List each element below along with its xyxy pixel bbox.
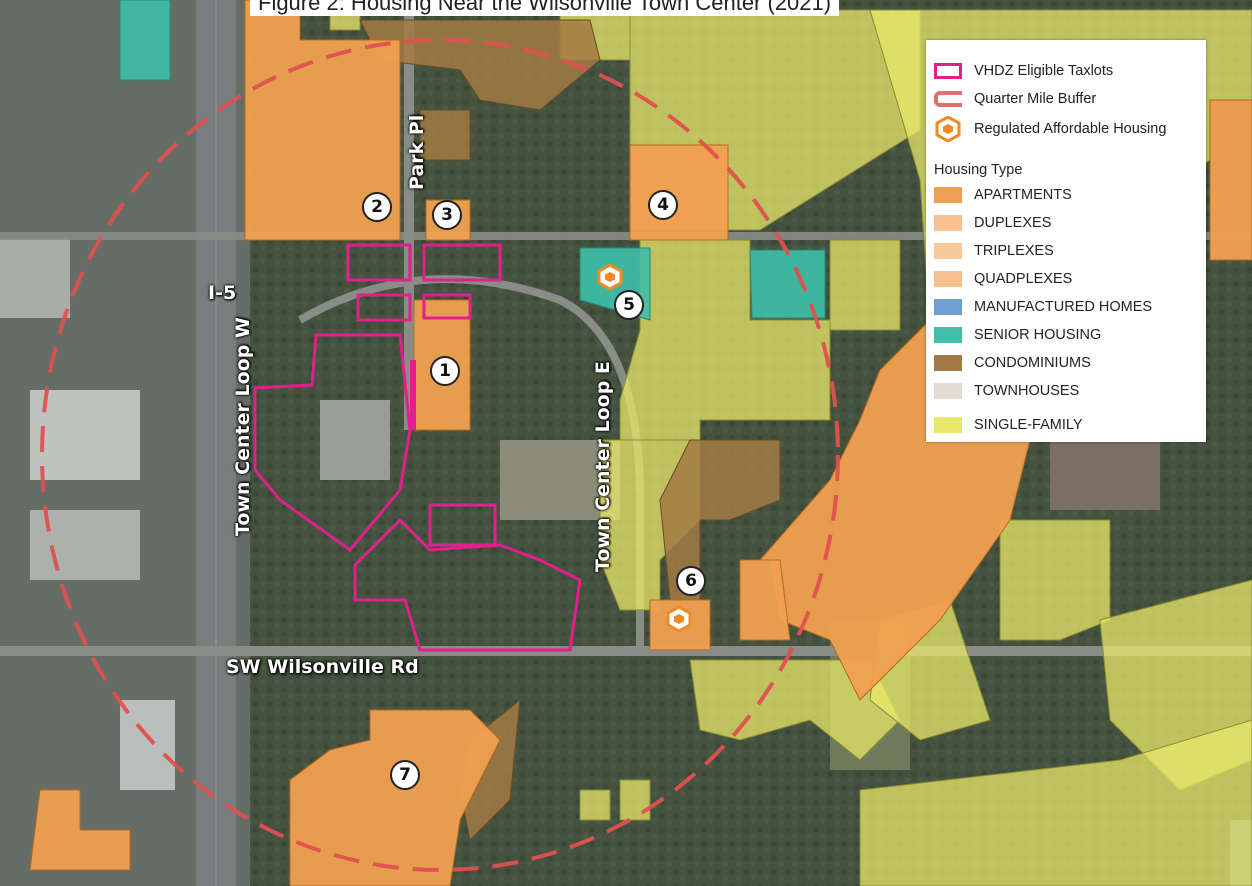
street-label-sw-wilsonville-rd: SW Wilsonville Rd bbox=[226, 656, 419, 678]
legend-label: CONDOMINIUMS bbox=[974, 355, 1091, 371]
senior-housing-swatch bbox=[934, 327, 962, 343]
legend-type-townhouses: TOWNHOUSES bbox=[934, 380, 1079, 402]
single-family-swatch bbox=[934, 417, 962, 433]
legend-type-triplexes: TRIPLEXES bbox=[934, 240, 1054, 262]
manufactured-homes-swatch bbox=[934, 299, 962, 315]
affordable-housing-hexagon-icon[interactable] bbox=[666, 606, 692, 632]
legend-type-condominiums: CONDOMINIUMS bbox=[934, 352, 1091, 374]
site-marker-3[interactable]: 3 bbox=[432, 200, 462, 230]
street-label-town-center-loop-e: Town Center Loop E bbox=[592, 361, 614, 572]
legend-type-single-family: SINGLE-FAMILY bbox=[934, 414, 1083, 436]
condominiums-swatch bbox=[934, 355, 962, 371]
triplexes-swatch bbox=[934, 243, 962, 259]
site-marker-2[interactable]: 2 bbox=[362, 192, 392, 222]
legend-label: TRIPLEXES bbox=[974, 243, 1054, 259]
legend-label: SENIOR HOUSING bbox=[974, 327, 1102, 343]
legend-label: MANUFACTURED HOMES bbox=[974, 299, 1153, 315]
legend-label: SINGLE-FAMILY bbox=[974, 417, 1083, 433]
legend-label: APARTMENTS bbox=[974, 187, 1072, 203]
legend-type-duplexes: DUPLEXES bbox=[934, 212, 1051, 234]
legend-type-apartments: APARTMENTS bbox=[934, 184, 1072, 206]
apartments-swatch bbox=[934, 187, 962, 203]
street-label-town-center-loop-w: Town Center Loop W bbox=[232, 317, 254, 536]
legend-label: VHDZ Eligible Taxlots bbox=[974, 63, 1114, 79]
site-marker-1[interactable]: 1 bbox=[430, 356, 460, 386]
legend-item-affordable: Regulated Affordable Housing bbox=[934, 116, 1167, 142]
legend-item-vhdz: VHDZ Eligible Taxlots bbox=[934, 60, 1113, 82]
site-marker-6[interactable]: 6 bbox=[676, 566, 706, 596]
legend-type-senior: SENIOR HOUSING bbox=[934, 324, 1101, 346]
street-label-i5: I-5 bbox=[208, 282, 237, 304]
legend-label: Quarter Mile Buffer bbox=[974, 91, 1097, 107]
quadplexes-swatch bbox=[934, 271, 962, 287]
legend-type-quadplexes: QUADPLEXES bbox=[934, 268, 1072, 290]
legend-label: TOWNHOUSES bbox=[974, 383, 1080, 399]
street-label-park-pl: Park Pl bbox=[406, 114, 428, 190]
legend-type-manufactured: MANUFACTURED HOMES bbox=[934, 296, 1152, 318]
buffer-dashed-icon bbox=[934, 91, 962, 107]
map-legend: VHDZ Eligible Taxlots Quarter Mile Buffe… bbox=[926, 40, 1206, 442]
legend-label: QUADPLEXES bbox=[974, 271, 1073, 287]
affordable-housing-hexagon-icon[interactable] bbox=[597, 264, 623, 290]
legend-item-buffer: Quarter Mile Buffer bbox=[934, 88, 1096, 110]
legend-label: DUPLEXES bbox=[974, 215, 1052, 231]
legend-label: Regulated Affordable Housing bbox=[974, 121, 1167, 137]
site-marker-5[interactable]: 5 bbox=[614, 290, 644, 320]
site-marker-7[interactable]: 7 bbox=[390, 760, 420, 790]
affordable-housing-hexagon-icon bbox=[935, 116, 961, 142]
duplexes-swatch bbox=[934, 215, 962, 231]
vhdz-outline-icon bbox=[934, 63, 962, 79]
site-marker-4[interactable]: 4 bbox=[648, 190, 678, 220]
legend-heading: Housing Type bbox=[934, 162, 1023, 178]
map-caption: Figure 2: Housing Near the Wilsonville T… bbox=[250, 0, 840, 16]
townhouses-swatch bbox=[934, 383, 962, 399]
